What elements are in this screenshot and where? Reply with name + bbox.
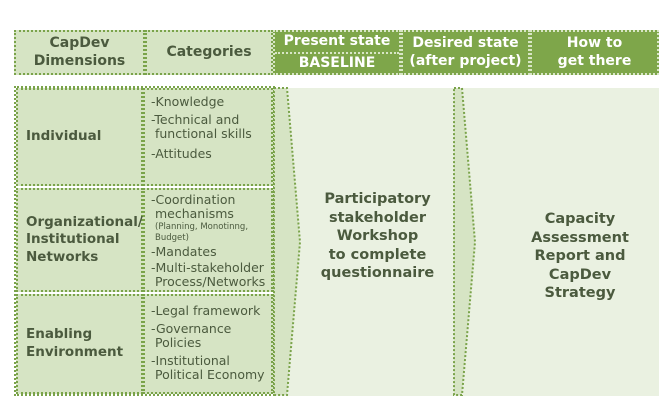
outcome-text: Capacity Assessment Report and CapDev St… xyxy=(531,211,629,302)
category-institutional: -Institutional Political Economy xyxy=(151,353,265,382)
category-technical-skills: -Technical and functional skills xyxy=(151,112,252,141)
category-multi-stakeholder: -Multi-stakeholder Process/Networks xyxy=(151,260,266,290)
header-dimensions: CapDev Dimensions xyxy=(14,30,145,75)
category-legal-framework: -Legal framework xyxy=(151,303,261,318)
category-mandates: -Mandates xyxy=(151,244,217,260)
categories-organizational: -Coordination mechanisms (Planning, Mono… xyxy=(143,188,273,292)
chevron-shape-present xyxy=(273,87,302,396)
category-knowledge: -Knowledge xyxy=(151,94,225,109)
dimension-enabling-environment: Enabling Environment xyxy=(16,294,143,394)
dimension-organizational: Organizational/ Institutional Networks xyxy=(16,188,143,292)
categories-individual: -Knowledge -Technical and functional ski… xyxy=(143,88,273,186)
header-how-to: How to get there xyxy=(530,30,659,75)
header-present-state: Present state BASELINE xyxy=(273,30,401,75)
category-coordination-detail: (Planning, Monotinng, Budget) xyxy=(155,222,249,243)
present-state-label: Present state xyxy=(283,32,391,49)
category-governance: -Governance Policies xyxy=(151,321,232,350)
category-coordination: -Coordination mechanisms xyxy=(151,192,236,221)
header-desired-state: Desired state (after project) xyxy=(401,30,530,75)
category-attitudes: -Attitudes xyxy=(151,146,212,161)
present-state-baseline: BASELINE xyxy=(275,52,399,73)
chevron-shape-desired xyxy=(453,87,477,396)
header-categories: Categories xyxy=(145,30,273,75)
workshop-text: Participatory stakeholder Workshop to co… xyxy=(320,191,435,282)
categories-enabling-environment: -Legal framework -Governance Policies -I… xyxy=(143,294,273,394)
dimension-individual: Individual xyxy=(16,88,143,186)
